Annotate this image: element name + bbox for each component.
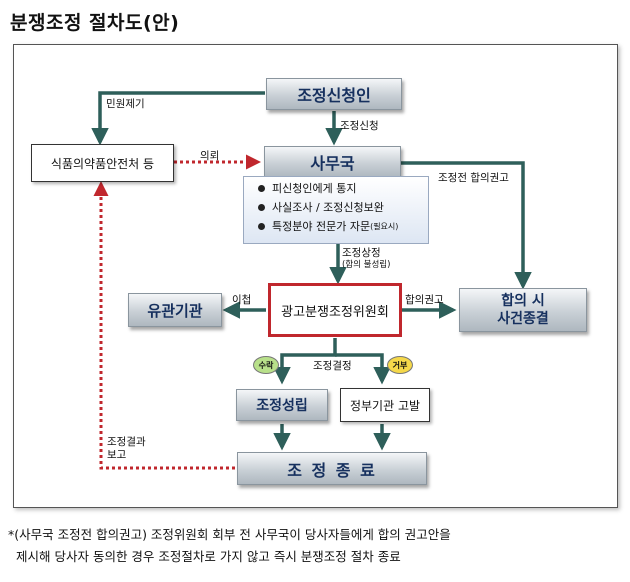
task-item: 피신청인에게 통지 <box>258 180 428 196</box>
accept-badge: 수락 <box>253 356 279 374</box>
label-referral: 조정상정 (합의 불성립) <box>342 247 391 270</box>
label-pre-advice: 조정전 합의권고 <box>438 172 509 184</box>
applicant-box: 조정신청인 <box>266 78 402 110</box>
bullet-icon <box>258 184 265 192</box>
secretariat-tasks: 피신청인에게 통지 사실조사 / 조정신청보완 특정분야 전문가 자문(필요시) <box>243 176 429 244</box>
footnote-line2: 제시해 당사자 동의한 경우 조정절차로 가지 않고 즉시 분쟁조정 절차 종료 <box>16 549 401 564</box>
footnote: *(사무국 조정전 합의권고) 조정위원회 회부 전 사무국이 당사자들에게 합… <box>8 524 451 568</box>
label-delegate: 의뢰 <box>200 150 220 162</box>
secretariat-box: 사무국 <box>264 146 401 178</box>
mfds-box: 식품의약품안전처 등 <box>31 144 174 182</box>
success-box: 조정성립 <box>236 389 328 421</box>
settled-line1: 합의 시 <box>501 293 545 309</box>
bullet-icon <box>258 222 265 230</box>
committee-box: 광고분쟁조정위원회 <box>268 283 402 337</box>
bullet-icon <box>258 203 265 211</box>
footnote-line1: *(사무국 조정전 합의권고) 조정위원회 회부 전 사무국이 당사자들에게 합… <box>8 527 451 542</box>
task-item: 특정분야 전문가 자문(필요시) <box>258 218 428 234</box>
arrow-decision-right <box>335 353 391 385</box>
label-decision: 조정결정 <box>313 360 352 372</box>
reject-badge: 거부 <box>387 356 413 374</box>
page-title: 분쟁조정 절차도(안) <box>10 12 180 34</box>
tasks-suffix: (필요시) <box>370 221 399 231</box>
label-report: 조정결과 보고 <box>107 436 146 461</box>
settled-box: 합의 시 사건종결 <box>459 288 587 332</box>
label-request: 조정신청 <box>340 120 379 132</box>
label-advice: 합의권고 <box>405 294 444 306</box>
end-box: 조 정 종 료 <box>237 452 427 485</box>
settled-line2: 사건종결 <box>497 311 549 327</box>
related-agency-box: 유관기관 <box>128 293 222 327</box>
label-transfer: 이첩 <box>232 294 252 306</box>
arrow-pre-advice <box>400 161 532 290</box>
label-complaint: 민원제기 <box>106 98 145 110</box>
arrow-report <box>93 181 235 470</box>
task-item: 사실조사 / 조정신청보완 <box>258 199 428 215</box>
arrow-complaint <box>91 91 265 146</box>
arrow-decision <box>273 338 337 385</box>
accuse-box: 정부기관 고발 <box>340 388 430 422</box>
